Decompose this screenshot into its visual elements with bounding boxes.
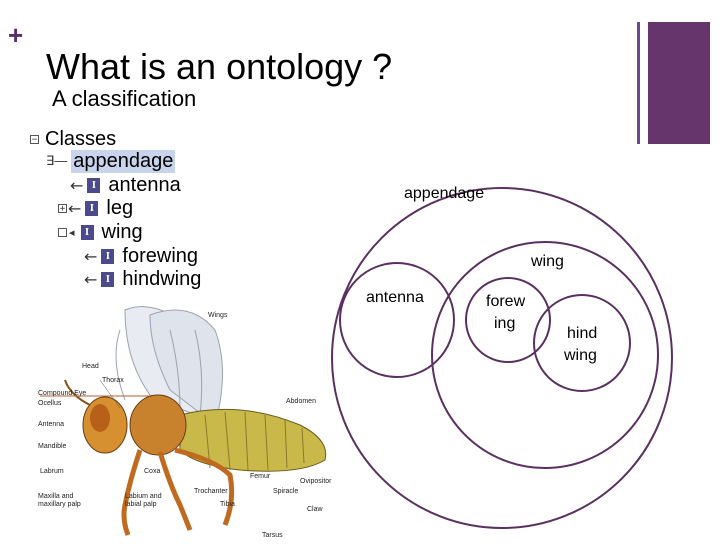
tree-item-hindwing[interactable]: ← I hindwing: [80, 268, 201, 290]
insect-label-mandible: Mandible: [38, 443, 67, 450]
tree-item-wing[interactable]: ◂ I wing: [58, 221, 143, 243]
insect-label-labium: Labium and labial palp: [125, 493, 162, 508]
slide-title: What is an ontology ?: [46, 46, 393, 87]
venn-label-forewing-2: ing: [494, 315, 516, 332]
insect-label-trochanter: Trochanter: [194, 488, 228, 495]
insect-drawing: [40, 306, 327, 536]
venn-label-hindwing-1: hind: [567, 325, 598, 342]
tree-item-label: leg: [106, 196, 134, 219]
insect-label-ocellus: Ocellus: [38, 400, 62, 407]
insect-label-maxilla: Maxilla and maxillary palp: [38, 493, 81, 508]
subclass-arrow-icon: ←: [70, 175, 84, 195]
insect-label-labrum: Labrum: [40, 468, 64, 475]
subclass-arrow-icon: ←: [68, 198, 82, 218]
tree-item-forewing[interactable]: ← I forewing: [80, 245, 198, 267]
insect-label-abdomen: Abdomen: [286, 398, 316, 405]
insect-label-ovipositor: Ovipositor: [300, 478, 332, 485]
venn-circle-appendage: [331, 187, 673, 529]
class-badge-icon: I: [101, 271, 115, 287]
slide-subtitle: A classification: [52, 86, 197, 111]
subclass-arrow-icon: ←: [84, 246, 98, 266]
insect-label-tibia: Tibia: [220, 501, 235, 508]
venn-circle-wing: [431, 241, 659, 469]
insect-label-wings: Wings: [208, 312, 228, 319]
tree-item-antenna[interactable]: ← I antenna: [66, 174, 181, 196]
tree-item-label: wing: [101, 220, 143, 243]
venn-label-appendage: appendage: [404, 185, 485, 202]
class-badge-icon: I: [101, 248, 115, 264]
class-badge-icon: I: [85, 200, 99, 216]
insect-label-thorax: Thorax: [102, 377, 124, 384]
tree-item-label: appendage: [71, 149, 176, 173]
accent-bar-thick: [648, 22, 710, 144]
insect-label-head: Head: [82, 363, 99, 370]
tree-item-appendage[interactable]: ∃— appendage: [46, 149, 176, 173]
tree-root[interactable]: − Classes: [30, 128, 116, 150]
insect-label-antenna: Antenna: [38, 421, 65, 428]
tree-item-label: forewing: [122, 244, 199, 267]
insect-label-coxa: Coxa: [144, 468, 161, 475]
insect-label-femur: Femur: [250, 473, 271, 480]
tree-connector-icon: ∃—: [46, 153, 68, 168]
class-badge-icon: I: [87, 177, 101, 193]
tree-item-label: antenna: [108, 173, 181, 196]
collapse-icon[interactable]: [58, 227, 67, 237]
insect-label-tarsus: Tarsus: [262, 532, 283, 539]
plus-mark: +: [8, 20, 24, 50]
insect-illustration: Wings Head Thorax Compound Eye Ocellus A…: [30, 300, 350, 540]
subclass-arrow-icon: ←: [84, 269, 98, 289]
venn-label-antenna: antenna: [366, 289, 424, 306]
venn-label-wing: wing: [531, 253, 564, 270]
class-tree: − Classes ∃— appendage ← I antenna + ← I…: [30, 128, 230, 293]
tree-item-leg[interactable]: + ← I leg: [58, 197, 133, 219]
venn-label-forewing-1: forew: [486, 293, 526, 310]
insect-label-compound-eye: Compound Eye: [38, 390, 87, 397]
insect-label-spiracle: Spiracle: [273, 488, 299, 495]
accent-bar-thin: [637, 22, 640, 144]
tree-root-label: Classes: [45, 127, 117, 150]
subclass-arrow-icon: ◂: [69, 225, 75, 239]
venn-label-hindwing-2: wing: [564, 347, 597, 364]
venn-circle-antenna: [339, 262, 455, 378]
class-badge-icon: I: [80, 224, 94, 240]
insect-label-claw: Claw: [307, 506, 323, 513]
venn-circle-hindwing: [533, 294, 631, 392]
tree-item-label: hindwing: [122, 267, 202, 290]
expand-icon[interactable]: +: [58, 203, 67, 214]
collapse-icon[interactable]: −: [30, 134, 39, 145]
